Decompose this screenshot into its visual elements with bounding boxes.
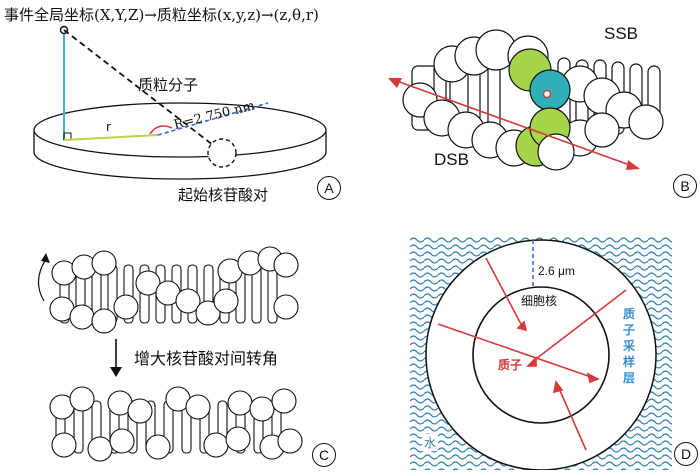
layer-char: 样 [622, 355, 635, 369]
proton-label: 质子 [498, 358, 523, 372]
start-nucleotide-circle [207, 138, 237, 168]
layer-char: 层 [622, 371, 635, 385]
panel-a-marker: A [317, 176, 341, 200]
ssb-teal-sphere [529, 69, 571, 111]
layer-char: 质 [622, 307, 635, 321]
panel-a: 事件全局坐标(X,Y,Z)→质粒坐标(x,y,z)→(z,θ,r) 质粒分子 r… [0, 0, 350, 210]
panel-d: 2.6 μm 细胞核 质子 质 子 采 样 层 水 D [410, 236, 698, 470]
disk-top [33, 102, 327, 158]
sphere [628, 104, 664, 140]
nucleus-label: 细胞核 [521, 294, 558, 308]
panel-c: 增大核苷酸对间转角 C [0, 235, 350, 475]
R-dashed-line [157, 102, 269, 136]
ssb-label: SSB [604, 24, 639, 43]
dna-strand-break-diagram [388, 29, 664, 171]
sphere [537, 133, 575, 171]
sphere [584, 112, 620, 148]
panel-c-marker: C [312, 443, 336, 467]
panel-b: SSB DSB B [370, 0, 700, 210]
panel-a-title: 事件全局坐标(X,Y,Z)→质粒坐标(x,y,z)→(z,θ,r) [4, 6, 319, 24]
r-line [63, 134, 159, 141]
helix-top [49, 246, 299, 334]
layer-char: 采 [622, 339, 635, 353]
panel-c-caption: 增大核苷酸对间转角 [134, 349, 279, 368]
sampling-layer-label: 质 子 采 样 层 [621, 306, 637, 386]
theta-arc [149, 125, 173, 135]
panel-d-marker: D [674, 442, 698, 466]
panel-b-marker: B [673, 174, 697, 198]
cell-sampling-diagram [410, 236, 672, 470]
rotation-arrow [37, 258, 47, 302]
event-to-start-dashed [63, 29, 223, 153]
dsb-label: DSB [434, 150, 469, 169]
twist-angle-diagram [37, 246, 303, 462]
track-arrowhead [388, 78, 402, 88]
r-label: r [106, 120, 111, 134]
start-nucleotide-label: 起始核苷酸对 [178, 186, 269, 204]
plasmid-label: 质粒分子 [138, 76, 199, 94]
water-label: 水 [422, 434, 439, 451]
plasmid-disk-diagram [33, 25, 327, 180]
ssb-hit-point [542, 89, 552, 99]
layer-char: 子 [622, 323, 635, 337]
distance-label: 2.6 μm [538, 264, 575, 278]
helix-bottom [49, 386, 303, 462]
particle-track [393, 79, 639, 169]
